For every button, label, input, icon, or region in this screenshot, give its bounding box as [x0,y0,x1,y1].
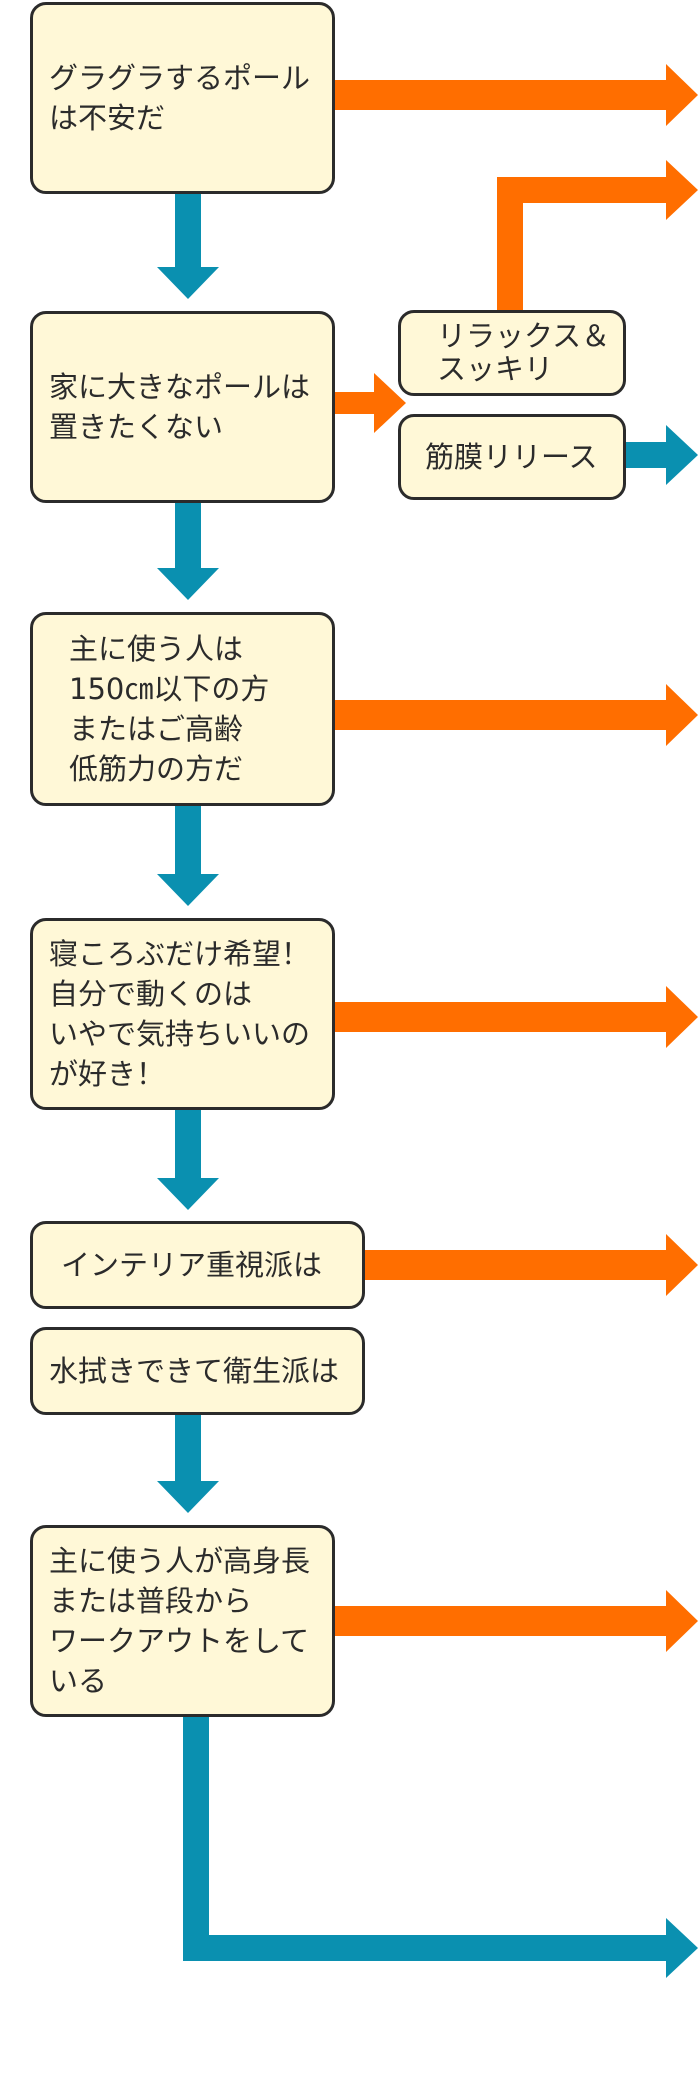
elbow-arrow-option-relax [497,160,698,310]
right-arrow-q1 [335,64,698,126]
down-arrow-q5-q6 [157,1415,219,1513]
down-arrow-q3-q4 [157,806,219,906]
question-2-option-fascia-box: 筋膜リリース [398,414,626,500]
question-2-text: 家に大きなポールは 置きたくない [49,370,311,444]
question-2-option-relax-text: リラックス＆ スッキリ [437,319,611,386]
question-5b-box: 水拭きできて衛生派は [30,1327,365,1415]
down-arrow-q1-q2 [157,194,219,299]
question-2-box: 家に大きなポールは 置きたくない [30,311,335,503]
right-arrow-option-fascia [626,425,698,485]
question-5a-box: インテリア重視派は [30,1221,365,1309]
question-4-box: 寝ころぶだけ希望！ 自分で動くのは いやで気持ちいいの が好き！ [30,918,335,1110]
question-3-box: 主に使う人は 150㎝以下の方 またはご高齢 低筋力の方だ [30,612,335,806]
question-1-text: グラグラするポール は不安だ [49,61,311,135]
right-arrow-q5a [365,1234,698,1296]
right-arrow-q3 [335,684,698,746]
question-3-text: 主に使う人は 150㎝以下の方 またはご高齢 低筋力の方だ [69,632,270,786]
down-arrow-q2-q3 [157,503,219,600]
question-1-box: グラグラするポール は不安だ [30,2,335,194]
right-arrow-q6 [335,1590,698,1652]
question-5b-text: 水拭きできて衛生派は [49,1354,340,1388]
question-6-box: 主に使う人が高身長 または普段から ワークアウトをして いる [30,1525,335,1717]
down-arrow-q4-q5 [157,1110,219,1210]
elbow-arrow-q6-final [183,1717,698,1978]
question-2-option-relax-box: リラックス＆ スッキリ [398,310,626,396]
question-5a-text: インテリア重視派は [61,1248,323,1282]
question-2-option-fascia-text: 筋膜リリース [425,440,598,474]
right-arrow-q2-to-options [335,373,406,433]
question-6-text: 主に使う人が高身長 または普段から ワークアウトをして いる [49,1544,311,1698]
right-arrow-q4 [335,986,698,1048]
question-4-text: 寝ころぶだけ希望！ 自分で動くのは いやで気持ちいいの が好き！ [49,937,311,1091]
